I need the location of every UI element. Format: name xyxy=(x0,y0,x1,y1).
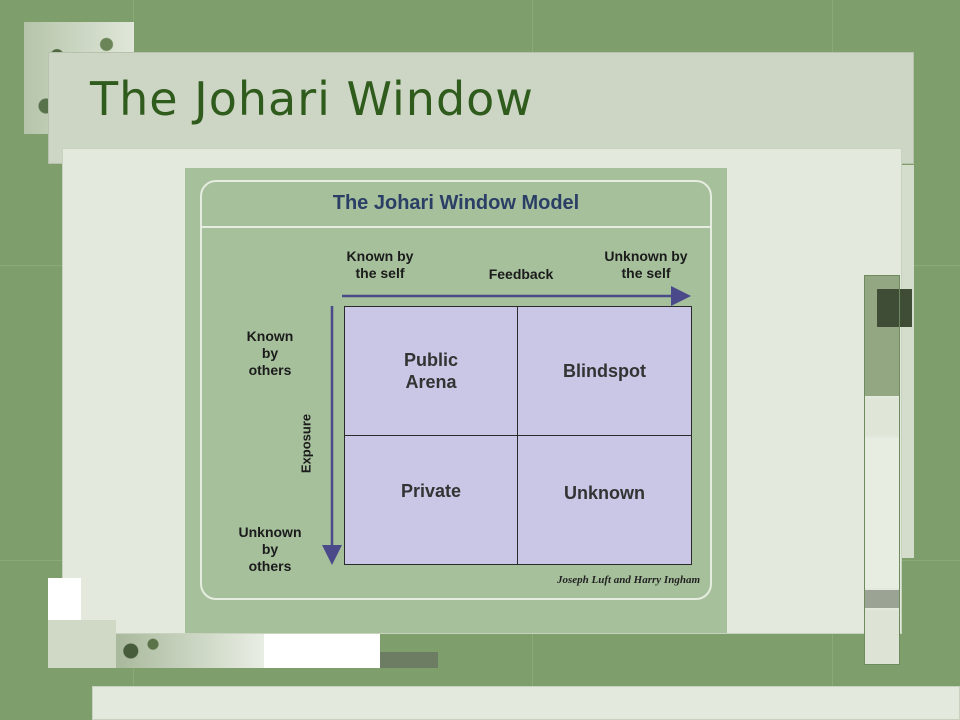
known-by-self-label: Known by the self xyxy=(346,248,414,281)
quadrant-unknown: Unknown xyxy=(517,435,692,565)
corner-block-decoration xyxy=(48,578,81,620)
unknown-by-self-label: Unknown by the self xyxy=(604,248,688,281)
credit-text: Joseph Luft and Harry Ingham xyxy=(556,574,700,586)
known-by-others-label: Known by others xyxy=(246,328,294,378)
side-block-decoration xyxy=(865,438,900,588)
corner-block-decoration xyxy=(380,652,438,668)
side-strip-decoration xyxy=(902,165,914,558)
quadrant-private: Private xyxy=(344,435,518,565)
diagram-frame xyxy=(200,180,712,600)
quadrant-blindspot: Blindspot xyxy=(517,306,692,436)
side-column-outline xyxy=(864,275,900,665)
model-title: The Johari Window Model xyxy=(332,192,580,214)
quadrant-public-arena: Public Arena xyxy=(344,306,518,436)
corner-block-decoration xyxy=(264,634,380,668)
title-divider xyxy=(201,226,711,228)
title-panel xyxy=(48,52,914,164)
side-block-decoration xyxy=(865,398,900,436)
leaf-photo-decoration xyxy=(116,634,264,668)
side-block-decoration xyxy=(865,590,900,608)
feedback-label: Feedback xyxy=(488,266,554,282)
corner-block-decoration xyxy=(48,620,116,668)
slide-title: The Johari Window xyxy=(90,72,534,126)
side-block-decoration xyxy=(865,610,900,664)
side-block-decoration xyxy=(877,289,912,327)
unknown-by-others-label: Unknown by others xyxy=(238,524,302,574)
